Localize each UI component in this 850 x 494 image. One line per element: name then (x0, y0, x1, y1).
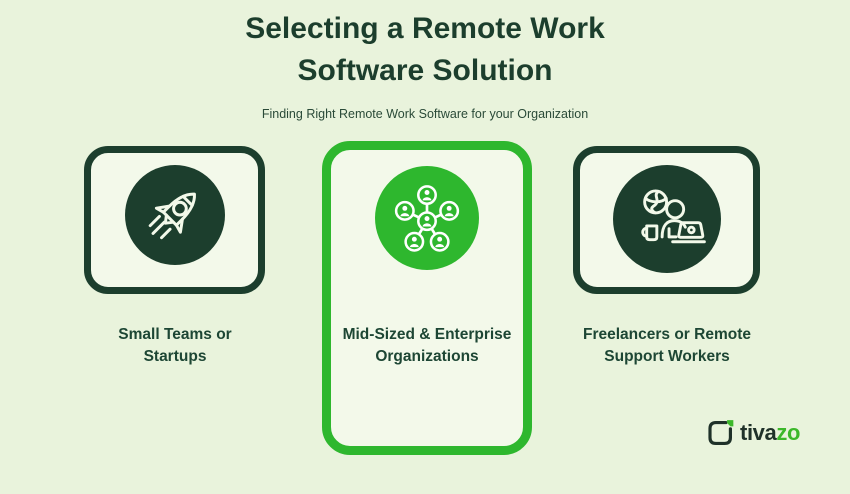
tivazo-logo-icon (708, 420, 734, 445)
card-label-line: Small Teams or (118, 326, 232, 343)
card-label-line: Mid-Sized & Enterprise (342, 326, 512, 343)
page-title-line1: Selecting a Remote Work (245, 12, 605, 45)
card-small-teams (84, 146, 265, 294)
brand-wordmark: tivazo (740, 418, 800, 448)
page-title: Selecting a Remote Work Software Solutio… (0, 8, 850, 92)
network-icon (394, 185, 460, 252)
card-label-mid-sized: Mid-Sized & Enterprise Organizations (307, 324, 547, 368)
card-label-line: Support Workers (604, 348, 730, 365)
card-freelancers (573, 146, 760, 294)
icon-circle-dark (612, 165, 721, 273)
freelancer-laptop-icon (640, 189, 706, 244)
card-label-line: Startups (143, 348, 207, 365)
brand-logo: tivazo (705, 418, 800, 448)
card-mid-sized-enterprise (322, 141, 532, 455)
card-label-line: Organizations (375, 348, 479, 365)
card-label-small-teams: Small Teams or Startups (55, 324, 295, 368)
card-label-line: Freelancers or Remote (583, 326, 751, 343)
rocket-icon (148, 192, 196, 240)
card-label-freelancers: Freelancers or Remote Support Workers (547, 324, 787, 368)
icon-circle-bright (375, 166, 479, 270)
brand-name-accent: zo (776, 420, 800, 445)
icon-circle-dark (124, 165, 225, 265)
brand-name-dark: tiva (740, 420, 777, 445)
network-user-nodes (394, 185, 460, 252)
page-title-line2: Software Solution (297, 54, 553, 87)
page-subtitle: Finding Right Remote Work Software for y… (261, 107, 589, 121)
